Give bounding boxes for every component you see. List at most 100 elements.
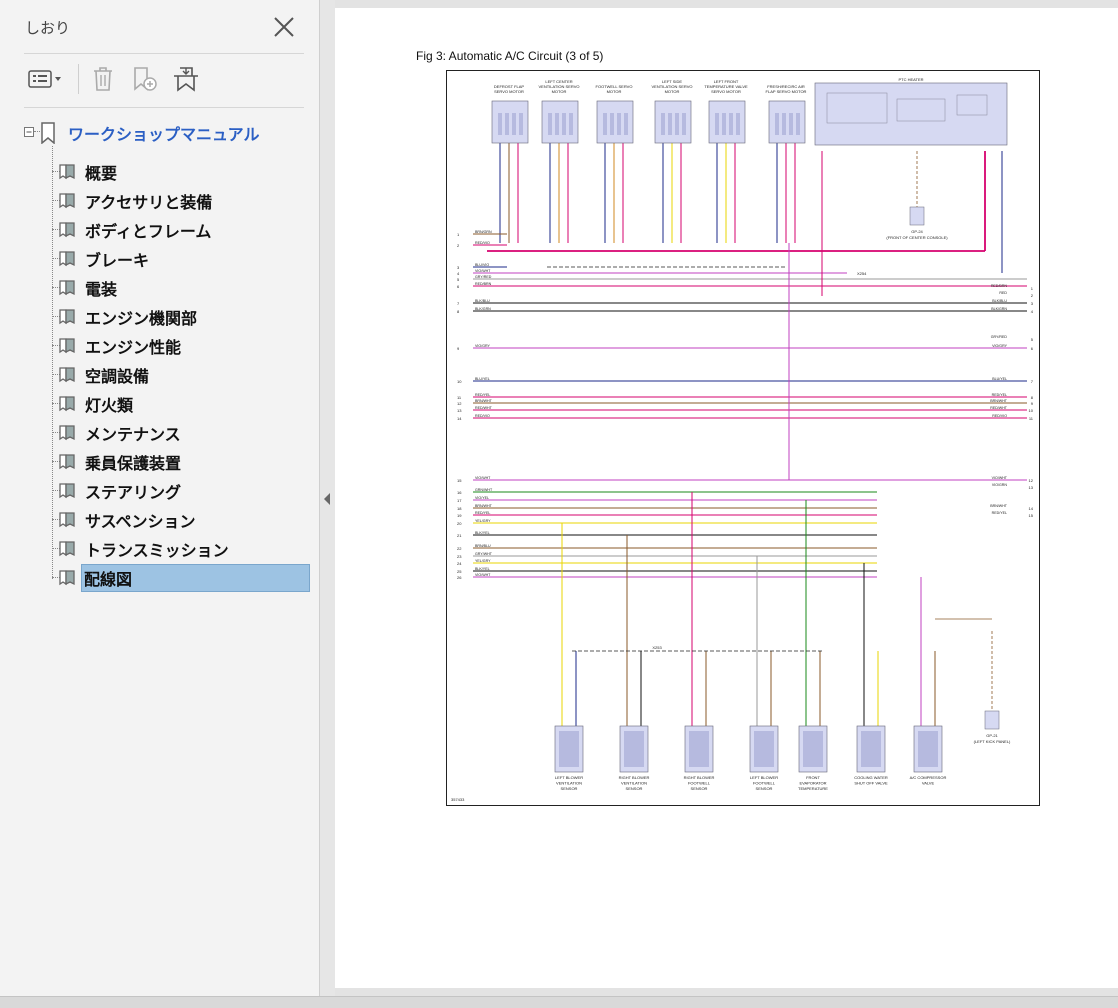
sensor-label: VENTILATION <box>556 781 582 786</box>
component-label: SERVO MOTOR <box>711 89 741 94</box>
left-pin-number: 15 <box>457 478 462 483</box>
book-icon <box>58 249 76 267</box>
left-pin-wire-label: GRY/RED <box>475 275 492 279</box>
trash-icon[interactable] <box>86 62 120 96</box>
left-pin-number: 21 <box>457 533 462 538</box>
bookmark-item-brakes[interactable]: ブレーキ <box>52 245 314 271</box>
left-pin-wire-label: BLK/YEL <box>475 531 490 535</box>
sensor-label: FOOTWELL <box>753 781 776 786</box>
divider <box>24 107 304 108</box>
component-pin <box>519 113 523 135</box>
tree-root[interactable]: ワークショップマニュアル <box>24 118 314 146</box>
sensor-body <box>803 731 823 767</box>
sensor-label: EVAPORATOR <box>799 781 826 786</box>
close-icon[interactable] <box>270 13 298 41</box>
book-icon <box>58 191 76 209</box>
heater-internal-block <box>956 94 988 116</box>
left-pin-number: 12 <box>457 401 462 406</box>
left-pin-number: 14 <box>457 416 462 421</box>
left-pin-number: 23 <box>457 554 462 559</box>
right-pin-wire-label: RED/WHT <box>990 406 1008 410</box>
bookmark-add-icon[interactable] <box>126 62 162 96</box>
left-pin-number: 18 <box>457 506 462 511</box>
right-pin-number: 5 <box>1031 337 1034 342</box>
right-pin-wire-label: VIO/GRY <box>992 344 1008 348</box>
left-pin-wire-label: VIO/WHT <box>475 476 491 480</box>
left-pin-wire-label: VIO/GRY <box>475 344 491 348</box>
component-pin <box>569 113 573 135</box>
component-pin <box>617 113 621 135</box>
sensor-label: SENSOR <box>561 786 578 791</box>
collapse-panel-icon[interactable] <box>321 490 333 508</box>
right-pin-wire-label: VIO/GRN <box>992 483 1008 487</box>
left-pin-number: 26 <box>457 575 462 580</box>
bookmark-item-label: 電装 <box>85 280 118 299</box>
bookmark-item-steering[interactable]: ステアリング <box>52 477 314 503</box>
component-label: DEFROST FLAP <box>494 84 524 89</box>
component-pin <box>624 113 628 135</box>
bookmark-item-engine-mechanical[interactable]: エンジン機関部 <box>52 303 314 329</box>
bookmark-find-icon[interactable] <box>168 62 204 96</box>
bookmark-item-electrical[interactable]: 電装 <box>52 274 314 300</box>
right-pin-wire-label: RED/YEL <box>992 511 1007 515</box>
ground-point-icon <box>909 206 925 226</box>
right-pin-wire-label: BLK/GRN <box>991 307 1007 311</box>
component-pin <box>610 113 614 135</box>
bookmark-item-suspension[interactable]: サスペンション <box>52 506 314 532</box>
status-bar <box>0 996 1118 1008</box>
right-pin-wire-label: BRN/WHT <box>990 399 1008 403</box>
ground-point-label: (LEFT KICK PANEL) <box>974 739 1011 744</box>
bookmark-item-label: サスペンション <box>85 512 196 531</box>
component-label: LEFT CENTER <box>545 79 572 84</box>
bookmark-item-label: メンテナンス <box>85 425 181 444</box>
bookmark-item-maintenance[interactable]: メンテナンス <box>52 419 314 445</box>
options-icon[interactable] <box>26 62 66 96</box>
book-icon <box>58 365 76 383</box>
sensor-label: LEFT BLOWER <box>555 775 583 780</box>
left-pin-wire-label: BRN/WHT <box>475 399 493 403</box>
bookmark-item-transmission[interactable]: トランスミッション <box>52 535 314 561</box>
sensor-label: A/C COMPRESSOR <box>910 775 947 780</box>
left-pin-number: 22 <box>457 546 462 551</box>
left-pin-number: 10 <box>457 379 462 384</box>
right-pin-number: 3 <box>1031 301 1034 306</box>
document-viewer[interactable]: Fig 3: Automatic A/C Circuit (3 of 5) DE… <box>335 0 1118 1007</box>
book-icon <box>58 220 76 238</box>
bookmark-item-wiring-diagrams[interactable]: 配線図 <box>52 564 314 592</box>
left-pin-wire-label: BRN/WHT <box>475 504 493 508</box>
bookmark-item-label: エンジン性能 <box>85 338 182 357</box>
component-pin <box>562 113 566 135</box>
bookmarks-panel: しおり <box>0 0 320 1007</box>
bookmark-item-hvac[interactable]: 空調設備 <box>52 361 314 387</box>
book-icon <box>58 568 76 586</box>
sensor-body <box>754 731 774 767</box>
figure-title: Fig 3: Automatic A/C Circuit (3 of 5) <box>416 49 604 63</box>
right-pin-wire-label: RED <box>999 291 1007 295</box>
right-pin-number: 1 <box>1031 286 1034 291</box>
component-pin <box>782 113 786 135</box>
ground-point-label: GP-24 <box>911 229 923 234</box>
component-pin <box>555 113 559 135</box>
component-pin <box>548 113 552 135</box>
component-pin <box>789 113 793 135</box>
book-icon <box>58 278 76 296</box>
bookmark-item-body-frame[interactable]: ボディとフレーム <box>52 216 314 242</box>
left-pin-number: 19 <box>457 513 462 518</box>
left-pin-wire-label: RED/YEL <box>475 511 490 515</box>
bookmark-item-engine-performance[interactable]: エンジン性能 <box>52 332 314 358</box>
component-label: FRESH/RECIRC AIR <box>767 84 805 89</box>
bookmark-item-accessories[interactable]: アクセサリと装備 <box>52 187 314 213</box>
bookmark-item-label: 概要 <box>85 164 118 183</box>
bookmark-item-overview[interactable]: 概要 <box>52 158 314 184</box>
bookmark-item-lighting[interactable]: 灯火類 <box>52 390 314 416</box>
component-label: MOTOR <box>607 89 622 94</box>
sensor-label: FRONT <box>806 775 820 780</box>
collapse-toggle[interactable] <box>24 127 34 137</box>
component-pin <box>661 113 665 135</box>
book-icon <box>58 452 76 470</box>
heater-internal-block <box>896 98 946 122</box>
component-label: FOOTWELL SERVO <box>596 84 633 89</box>
splice-label: X254 <box>857 271 867 276</box>
left-pin-number: 11 <box>457 395 462 400</box>
bookmark-item-restraints[interactable]: 乗員保護装置 <box>52 448 314 474</box>
